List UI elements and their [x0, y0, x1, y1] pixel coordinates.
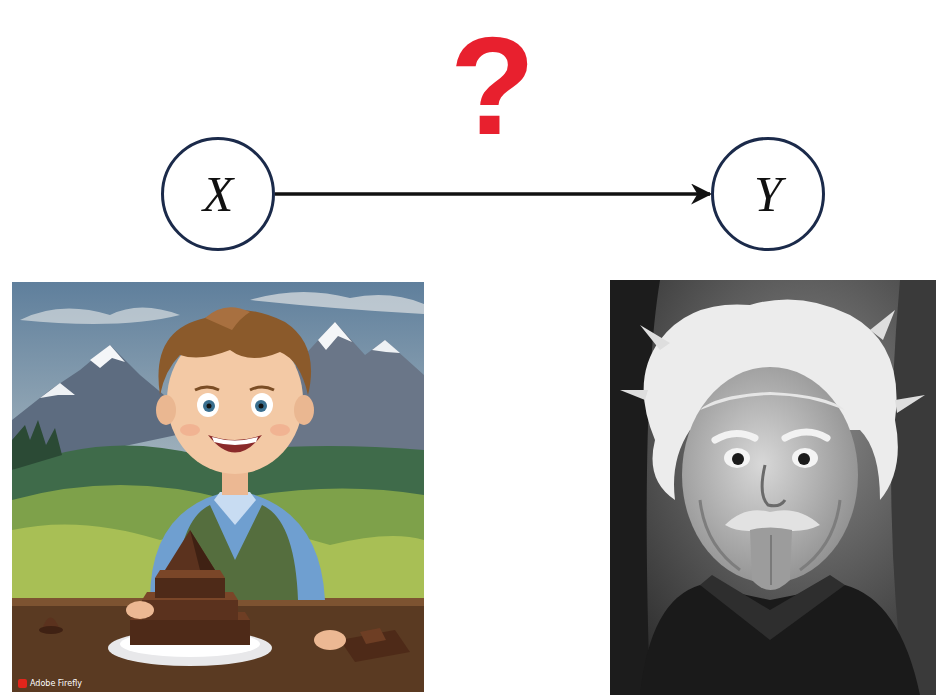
- boy-chocolate-illustration-part: [40, 383, 75, 398]
- boy-chocolate-illustration-part: [207, 404, 212, 409]
- einstein-photo-part: [800, 500, 840, 570]
- boy-chocolate-illustration-part: [150, 490, 325, 600]
- boy-chocolate-illustration-part: [372, 340, 400, 353]
- einstein-photo-part: [700, 392, 845, 410]
- boy-chocolate-illustration-part: [130, 620, 250, 645]
- boy-chocolate-illustration-part: [126, 601, 154, 619]
- boy-chocolate-illustration-part: [197, 393, 219, 417]
- einstein-photo-part: [724, 448, 750, 468]
- boy-chocolate-illustration-part: [142, 600, 238, 620]
- boy-chocolate-illustration-part: [12, 282, 424, 692]
- boy-chocolate-illustration-part: [190, 530, 215, 570]
- einstein-photo-part: [785, 432, 827, 438]
- boy-chocolate-illustration-part: [18, 679, 27, 688]
- boy-chocolate-illustration-part: [12, 598, 424, 692]
- boy-chocolate-illustration-part: [205, 307, 250, 330]
- boy-chocolate-illustration-part: [251, 393, 273, 417]
- variable-name: Y: [754, 169, 782, 219]
- boy-chocolate-illustration-part: [360, 628, 386, 644]
- causal-arrow: [275, 192, 710, 196]
- boy-chocolate-illustration-part: [314, 630, 346, 650]
- variable-name: X: [203, 169, 234, 219]
- variable-circle: Y: [711, 137, 825, 251]
- boy-chocolate-illustration-part: [155, 570, 225, 578]
- boy-chocolate-illustration-part: [165, 530, 215, 570]
- einstein-photo-part: [732, 453, 744, 465]
- boy-chocolate-illustration-part: [39, 626, 63, 634]
- boy-chocolate-illustration-part: [255, 400, 267, 412]
- question-mark: ?: [450, 16, 536, 156]
- einstein-photo-part: [715, 433, 755, 440]
- einstein-photo: [610, 280, 936, 695]
- boy-chocolate-illustration-part: [203, 400, 215, 412]
- boy-chocolate-illustration-part: [20, 308, 180, 325]
- boy-chocolate-illustration-part: [259, 404, 264, 409]
- boy-chocolate-illustration-part: [214, 492, 256, 525]
- boy-chocolate-illustration-part: [90, 345, 125, 368]
- boy-chocolate-illustration-part: [155, 578, 225, 598]
- boy-chocolate-illustration-part: [212, 437, 258, 445]
- boy-chocolate-illustration-part: [318, 322, 352, 350]
- einstein-photo-part: [640, 585, 920, 695]
- einstein-photo-part: [798, 453, 810, 465]
- einstein-photo-part: [750, 528, 792, 591]
- boy-chocolate-illustration-part: [195, 387, 219, 390]
- boy-chocolate-illustration-part: [12, 420, 62, 470]
- boy-chocolate-illustration-part: [180, 424, 200, 436]
- watermark: Adobe Firefly: [30, 680, 82, 688]
- einstein-photo-part: [770, 535, 772, 585]
- einstein-photo-part: [792, 448, 818, 468]
- boy-chocolate-illustration-part: [208, 435, 262, 453]
- boy-chocolate-illustration-part: [156, 395, 176, 425]
- boy-chocolate-illustration-part: [12, 485, 424, 600]
- boy-chocolate-illustration-part: [294, 395, 314, 425]
- boy-chocolate-illustration: [12, 282, 424, 692]
- einstein-photo-part: [700, 500, 740, 570]
- einstein-photo-part: [762, 465, 785, 506]
- boy-chocolate-illustration-part: [250, 292, 424, 314]
- einstein-photo-part: [610, 280, 936, 695]
- boy-chocolate-illustration-part: [250, 387, 274, 390]
- einstein-photo-part: [610, 280, 660, 695]
- variable-circle: X: [161, 137, 275, 251]
- boy-chocolate-illustration-part: [270, 424, 290, 436]
